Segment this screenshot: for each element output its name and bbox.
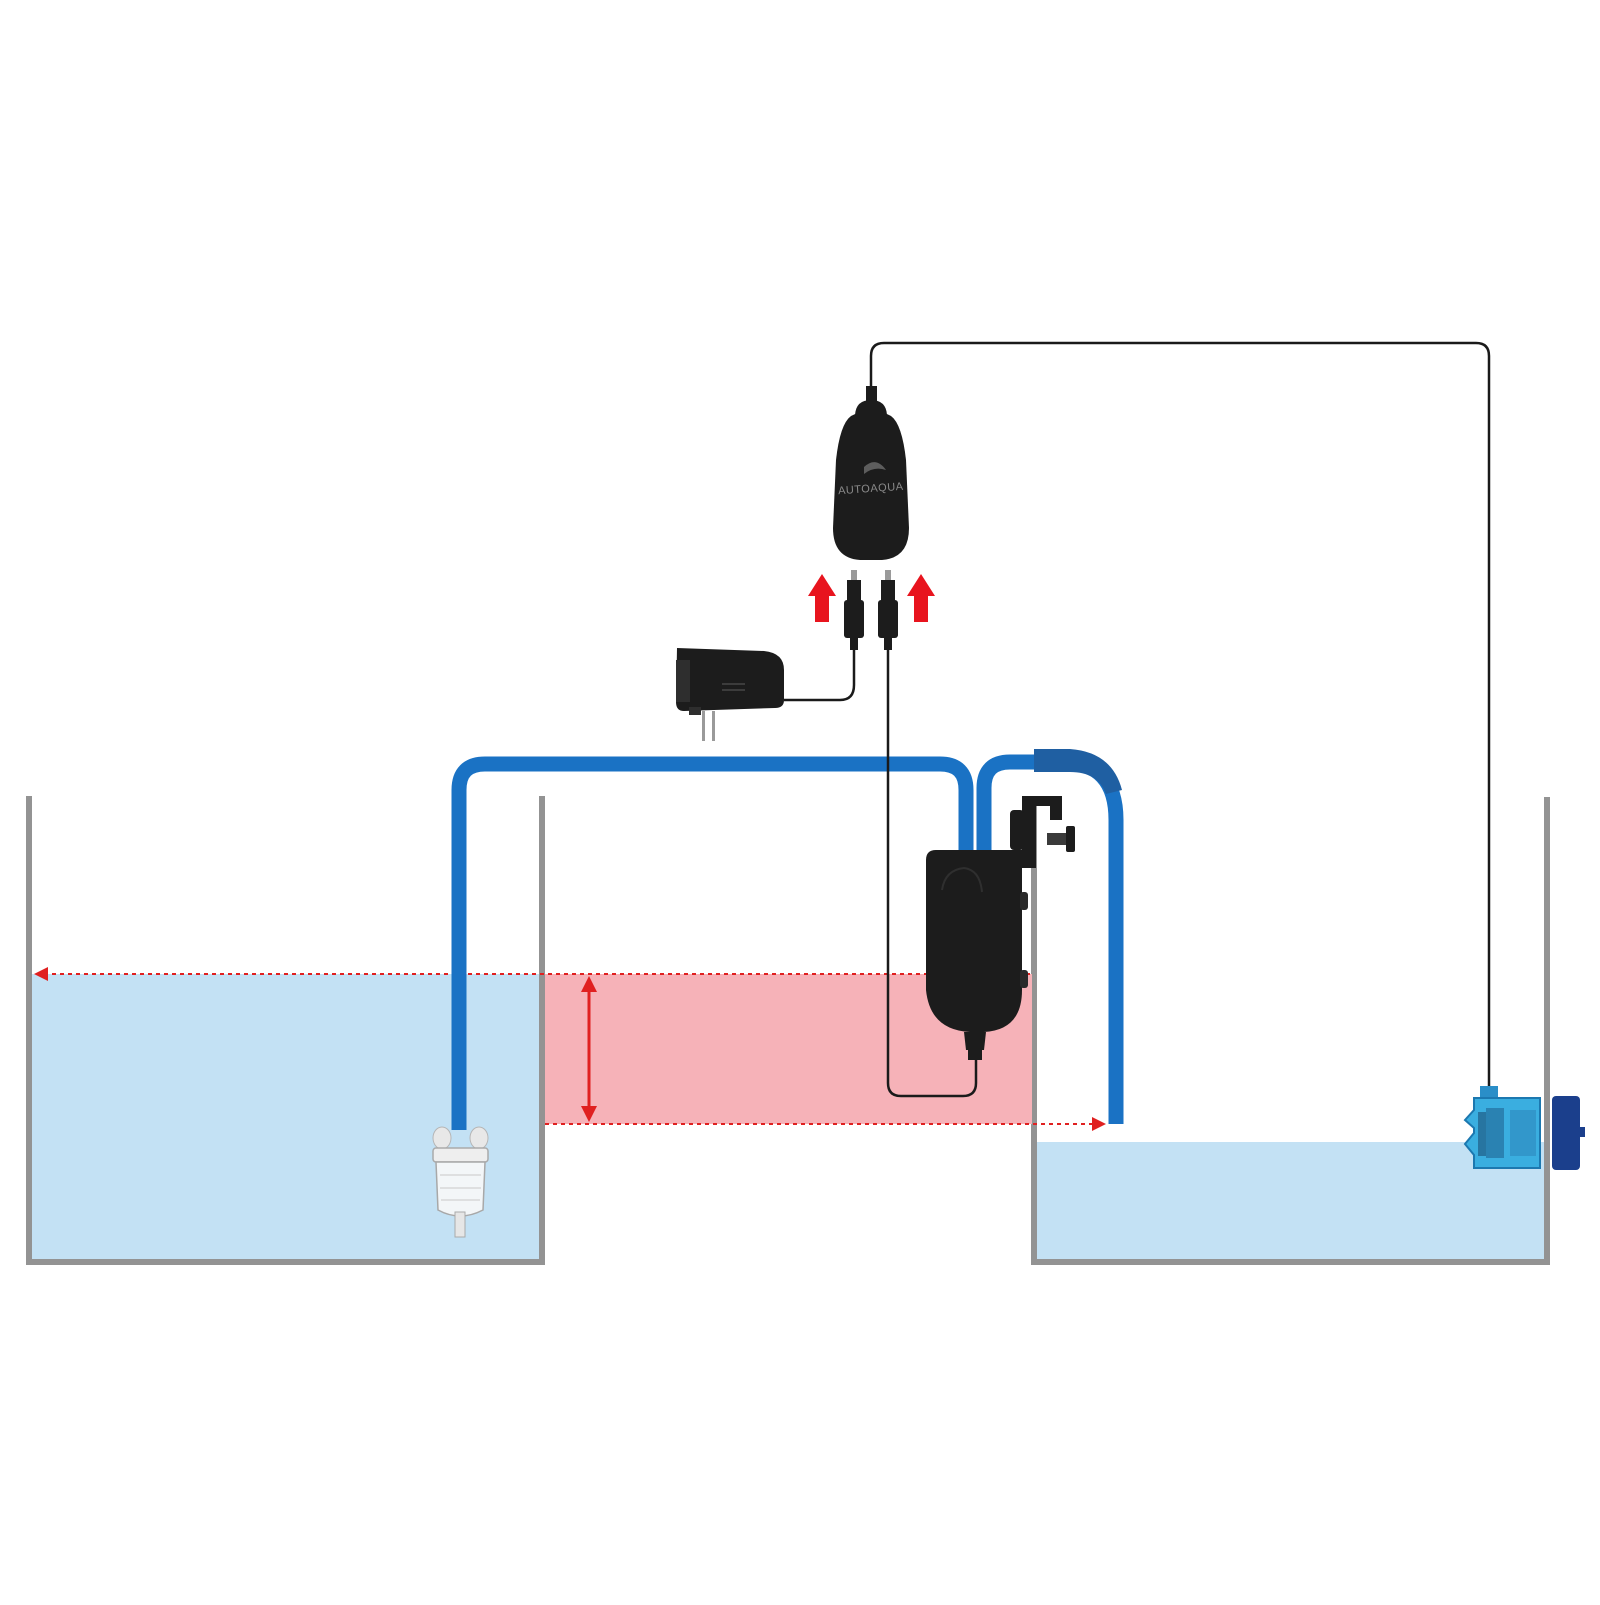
controller-brand-label: AUTOAQUA <box>838 481 904 498</box>
dc-plug-right-icon <box>878 570 898 650</box>
power-adapter-icon <box>676 648 784 741</box>
right-tank-water <box>1034 1142 1547 1259</box>
height-arrow-top-icon <box>581 976 597 992</box>
pump-cable <box>886 648 978 1098</box>
right-aquarium-tank <box>1031 797 1550 1265</box>
outlet-level-arrowhead-icon <box>1092 1117 1106 1131</box>
sensor-cables <box>784 341 1491 1098</box>
plug-in-arrow-left-icon <box>808 574 836 622</box>
left-tank-walls <box>26 796 545 1265</box>
reservoir-level-arrowhead-icon <box>34 967 48 981</box>
optical-sensor-icon <box>1463 1086 1541 1169</box>
pump-icon <box>926 850 1028 1060</box>
sensor-cable <box>869 341 1491 1092</box>
intake-tube <box>451 756 974 1130</box>
magnet-mount-icon <box>1552 1096 1585 1170</box>
controller-icon: AUTOAQUA <box>833 386 909 560</box>
intake-filter-icon <box>432 1126 489 1238</box>
right-tank-walls <box>1031 797 1550 1265</box>
outlet-elbow-cap <box>1034 749 1122 794</box>
water-level-indicators <box>34 967 1106 1131</box>
adapter-cable <box>784 648 856 702</box>
height-arrow-bottom-icon <box>581 1106 597 1122</box>
plug-in-arrow-right-icon <box>907 574 935 622</box>
bracket-icon <box>1010 796 1075 868</box>
dc-plug-left-icon <box>844 570 864 650</box>
